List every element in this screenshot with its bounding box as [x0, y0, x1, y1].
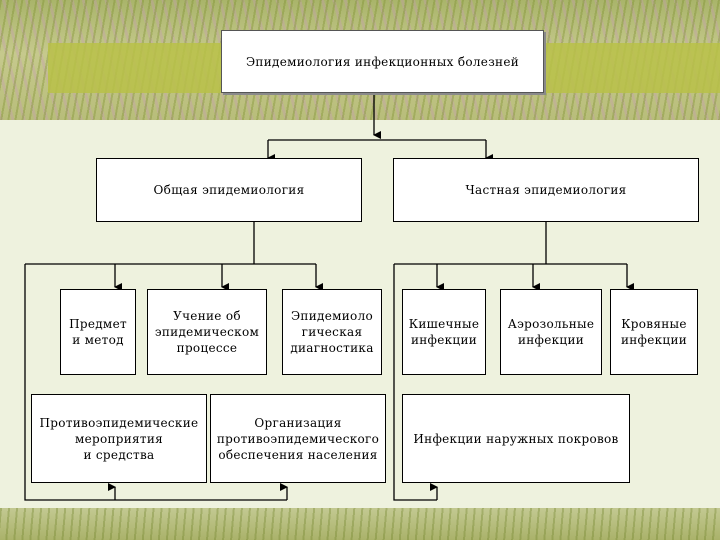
- specific-epidemiology-box: Частная эпидемиология: [393, 158, 699, 222]
- antiepidemic-organization-label: Организация противоэпидемического обеспе…: [216, 415, 380, 462]
- subject-method-label: Предмет и метод: [69, 317, 127, 347]
- antiepidemic-organization-box: Организация противоэпидемического обеспе…: [210, 394, 386, 483]
- skin-infections-label: Инфекции наружных покровов: [413, 431, 619, 446]
- intestinal-infections-label: Кишечные инфекции: [408, 317, 480, 347]
- antiepidemic-measures-label: Противоэпидемические мероприятия и средс…: [39, 415, 199, 462]
- aerosol-infections-label: Аэрозольные инфекции: [507, 317, 595, 347]
- skin-infections-box: Инфекции наружных покровов: [402, 394, 630, 483]
- subject-method-box: Предмет и метод: [60, 289, 136, 375]
- epidemiological-diagnostics-box: Эпидемиоло гическая диагностика: [282, 289, 382, 375]
- title-text: Эпидемиология инфекционных болезней: [245, 54, 520, 69]
- antiepidemic-measures-box: Противоэпидемические мероприятия и средс…: [31, 394, 207, 483]
- epidemic-process-label: Учение об эпидемическом процессе: [154, 309, 260, 355]
- blood-infections-label: Кровяные инфекции: [620, 317, 688, 347]
- title-box: Эпидемиология инфекционных болезней: [221, 30, 544, 93]
- intestinal-infections-box: Кишечные инфекции: [402, 289, 486, 375]
- epidemic-process-box: Учение об эпидемическом процессе: [147, 289, 267, 375]
- epidemiological-diagnostics-label: Эпидемиоло гическая диагностика: [290, 309, 374, 355]
- specific-epidemiology-label: Частная эпидемиология: [465, 183, 627, 197]
- general-epidemiology-box: Общая эпидемиология: [96, 158, 362, 222]
- bottom-decor-strip: [0, 508, 720, 540]
- blood-infections-box: Кровяные инфекции: [610, 289, 698, 375]
- aerosol-infections-box: Аэрозольные инфекции: [500, 289, 602, 375]
- general-epidemiology-label: Общая эпидемиология: [153, 183, 305, 197]
